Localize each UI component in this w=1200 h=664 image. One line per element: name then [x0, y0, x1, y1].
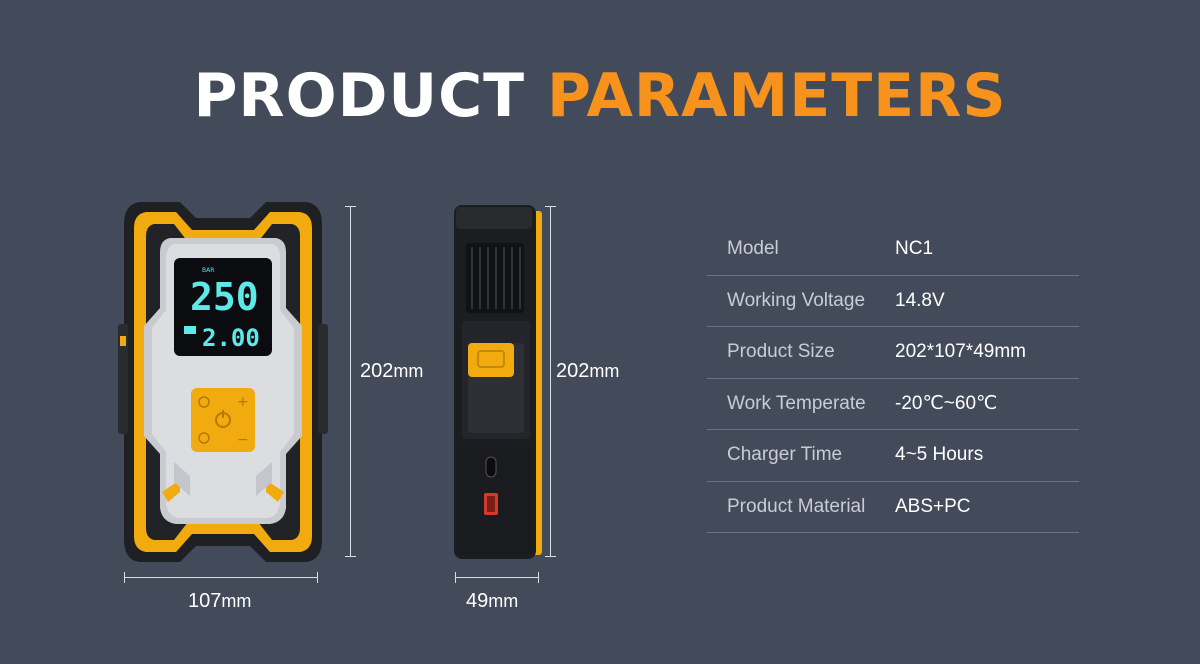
spec-row-size: Product Size 202*107*49mm: [707, 327, 1079, 379]
spec-label: Product Material: [727, 495, 866, 517]
spec-value: NC1: [895, 238, 934, 260]
side-depth-tick-right: [538, 572, 539, 583]
spec-label: Product Size: [727, 341, 835, 363]
spec-row-temperature: Work Temperate -20℃~60℃: [707, 379, 1079, 430]
side-height-label: 202mm: [556, 360, 620, 382]
spec-value: -20℃~60℃: [895, 393, 998, 415]
spec-value: 4~5 Hours: [895, 444, 984, 466]
spec-table: Model NC1 Working Voltage 14.8V Product …: [707, 224, 1079, 533]
side-height-tick-bottom: [545, 556, 556, 557]
display-sub-reading: 2.00: [202, 324, 260, 352]
front-height-line: [350, 206, 351, 556]
spec-value: 14.8V: [895, 289, 945, 311]
spec-label: Working Voltage: [727, 289, 866, 311]
display-unit-label: BAR: [202, 267, 214, 274]
spec-row-material: Product Material ABS+PC: [707, 482, 1079, 533]
front-width-label: 107mm: [188, 590, 252, 612]
front-width-tick-right: [317, 572, 318, 583]
spec-row-charger-time: Charger Time 4~5 Hours: [707, 430, 1079, 482]
spec-value: 202*107*49mm: [895, 341, 1026, 363]
title-part-white: PRODUCT: [193, 61, 526, 131]
front-width-line: [124, 577, 318, 578]
side-depth-tick-left: [455, 572, 456, 583]
page-title: PRODUCT PARAMETERS: [0, 58, 1200, 134]
spec-label: Model: [727, 238, 779, 260]
spec-value: ABS+PC: [895, 495, 971, 517]
spec-label: Charger Time: [727, 444, 843, 466]
svg-text:+: +: [237, 394, 249, 410]
spec-label: Work Temperate: [727, 392, 866, 414]
title-part-orange: PARAMETERS: [547, 61, 1007, 131]
device-front-image: BAR 250 2.00 + −: [118, 202, 328, 562]
side-height-tick-top: [545, 206, 556, 207]
side-depth-label: 49mm: [466, 590, 519, 612]
side-depth-line: [455, 577, 539, 578]
side-height-line: [550, 206, 551, 556]
spec-row-voltage: Working Voltage 14.8V: [707, 276, 1079, 327]
display-main-reading: 250: [190, 275, 259, 319]
front-width-tick-left: [124, 572, 125, 583]
device-side-image: [454, 205, 542, 559]
front-height-tick-top: [345, 206, 356, 207]
front-height-label: 202mm: [360, 360, 424, 382]
spec-row-model: Model NC1: [707, 224, 1079, 276]
svg-text:−: −: [237, 432, 249, 448]
front-height-tick-bottom: [345, 556, 356, 557]
